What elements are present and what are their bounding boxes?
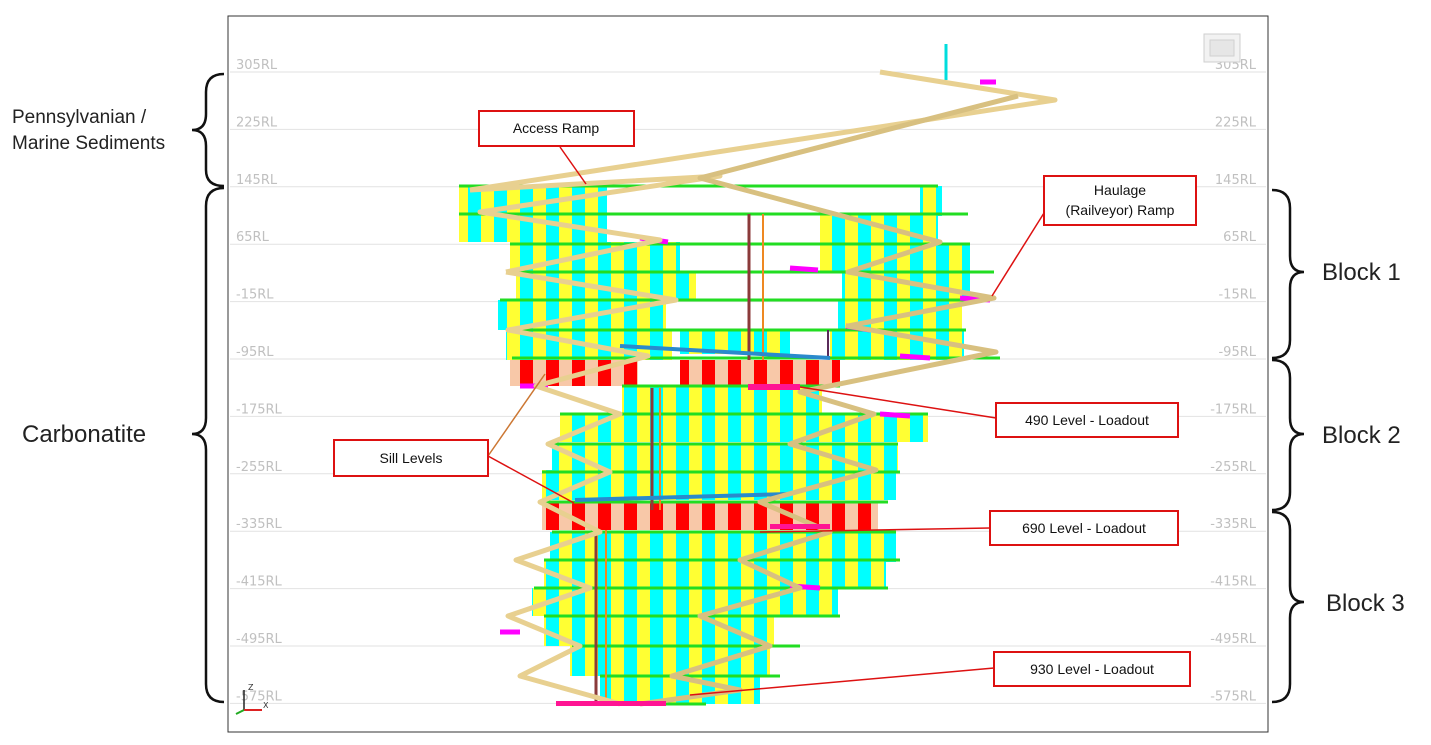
access-ramp-label: Access Ramp bbox=[513, 120, 600, 136]
rl-label-left: 225RL bbox=[236, 115, 278, 130]
rl-label-left: -15RL bbox=[236, 288, 274, 303]
rl-label-left: -335RL bbox=[236, 517, 283, 532]
axis-triad-icon: Z X bbox=[235, 683, 269, 715]
rl-label-left: 65RL bbox=[236, 230, 270, 245]
sill-blocks bbox=[510, 360, 878, 530]
rl-label-right: -415RL bbox=[1210, 575, 1257, 590]
rl-label-left: -95RL bbox=[236, 345, 274, 360]
right-brace-block2 bbox=[1271, 358, 1305, 512]
rl-label-left: 145RL bbox=[236, 173, 278, 188]
access-ramp bbox=[469, 173, 723, 275]
haulage-ramp bbox=[639, 93, 1019, 707]
callout-690-level: 690 Level - Loadout bbox=[759, 510, 1179, 546]
block3-label: Block 3 bbox=[1326, 590, 1405, 617]
callout-930-level: 930 Level - Loadout bbox=[689, 651, 1191, 696]
vertical-shafts bbox=[594, 44, 948, 705]
rl-label-right: -255RL bbox=[1210, 460, 1257, 475]
rl-label-right: 65RL bbox=[1223, 230, 1257, 245]
level-930-label: 930 Level - Loadout bbox=[1030, 661, 1154, 677]
callout-access-ramp: Access Ramp bbox=[478, 110, 635, 185]
level-490-label: 490 Level - Loadout bbox=[1025, 412, 1149, 428]
rl-label-right: -95RL bbox=[1218, 345, 1256, 360]
callout-490-level: 490 Level - Loadout bbox=[799, 386, 1179, 438]
left-brace-carbonatite bbox=[191, 186, 225, 704]
rl-label-right: -175RL bbox=[1210, 402, 1257, 417]
rl-label-left: -575RL bbox=[236, 689, 283, 704]
view-cube-icon[interactable] bbox=[1203, 33, 1241, 63]
rl-label-right: -15RL bbox=[1218, 288, 1256, 303]
drive-stub bbox=[879, 411, 911, 419]
right-brace-block3 bbox=[1271, 510, 1305, 704]
rl-label-right: -335RL bbox=[1210, 517, 1257, 532]
rl-label-left: -495RL bbox=[236, 632, 283, 647]
callout-sill-levels: Sill Levels bbox=[333, 373, 575, 504]
pennsylvanian-label-line2: Marine Sediments bbox=[12, 133, 165, 154]
carbonatite-label: Carbonatite bbox=[22, 421, 146, 448]
drive-stub bbox=[899, 353, 931, 361]
sill-block bbox=[680, 360, 840, 386]
stope-block bbox=[920, 186, 942, 216]
block2-label: Block 2 bbox=[1322, 422, 1401, 449]
haulage-label-line2: (Railveyor) Ramp bbox=[1066, 202, 1175, 218]
axis-z-label: Z bbox=[248, 683, 254, 692]
right-brace-block1 bbox=[1271, 188, 1305, 360]
axis-x-label: X bbox=[263, 701, 269, 710]
haulage-label-line1: Haulage bbox=[1094, 182, 1146, 198]
block1-label: Block 1 bbox=[1322, 259, 1401, 286]
ramps bbox=[469, 69, 1058, 707]
stope-block bbox=[550, 532, 896, 562]
level-690-label: 690 Level - Loadout bbox=[1022, 520, 1146, 536]
conveyor-crosscuts bbox=[574, 344, 831, 502]
rl-label-left: 305RL bbox=[236, 58, 278, 73]
rl-label-left: -175RL bbox=[236, 402, 283, 417]
left-brace-pennsylvanian bbox=[191, 72, 225, 188]
access-ramp-upper bbox=[469, 69, 1058, 193]
stope-block bbox=[470, 216, 500, 242]
loadout-bars bbox=[556, 384, 830, 706]
rl-label-right: 225RL bbox=[1215, 115, 1257, 130]
drive-stub bbox=[789, 265, 819, 273]
rl-label-right: -575RL bbox=[1210, 689, 1257, 704]
pennsylvanian-label-line1: Pennsylvanian / bbox=[12, 107, 147, 128]
stope-block bbox=[622, 386, 822, 416]
rl-label-right: 145RL bbox=[1215, 173, 1257, 188]
stope-block bbox=[544, 560, 886, 588]
callout-haulage-ramp: Haulage (Railveyor) Ramp bbox=[991, 175, 1197, 297]
sill-levels-label: Sill Levels bbox=[379, 450, 442, 466]
stope-block bbox=[570, 646, 770, 676]
rl-label-right: -495RL bbox=[1210, 632, 1257, 647]
level-drives bbox=[459, 79, 1000, 706]
access-ramp-lower bbox=[505, 269, 679, 707]
rl-label-left: -415RL bbox=[236, 575, 283, 590]
rl-label-left: -255RL bbox=[236, 460, 283, 475]
